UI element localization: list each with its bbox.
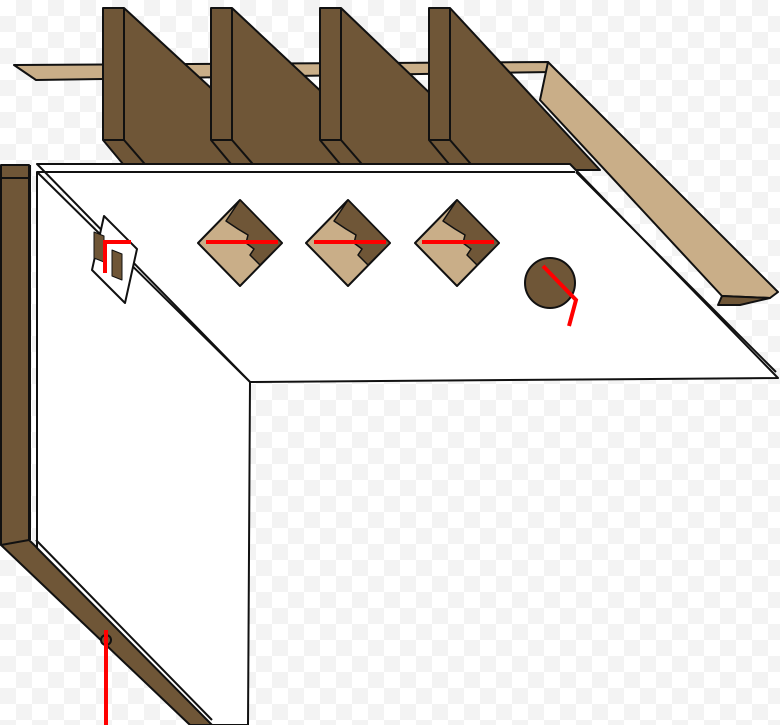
sill-plate-flange (717, 295, 771, 306)
corner-bracket (91, 215, 138, 304)
wall-stud (0, 164, 30, 546)
marker-bracket (103, 240, 131, 273)
marker-lines (103, 240, 579, 725)
round-cutout (524, 257, 576, 309)
marker-round (541, 264, 579, 327)
joist-4 (428, 7, 601, 171)
wall-panel (36, 171, 251, 725)
